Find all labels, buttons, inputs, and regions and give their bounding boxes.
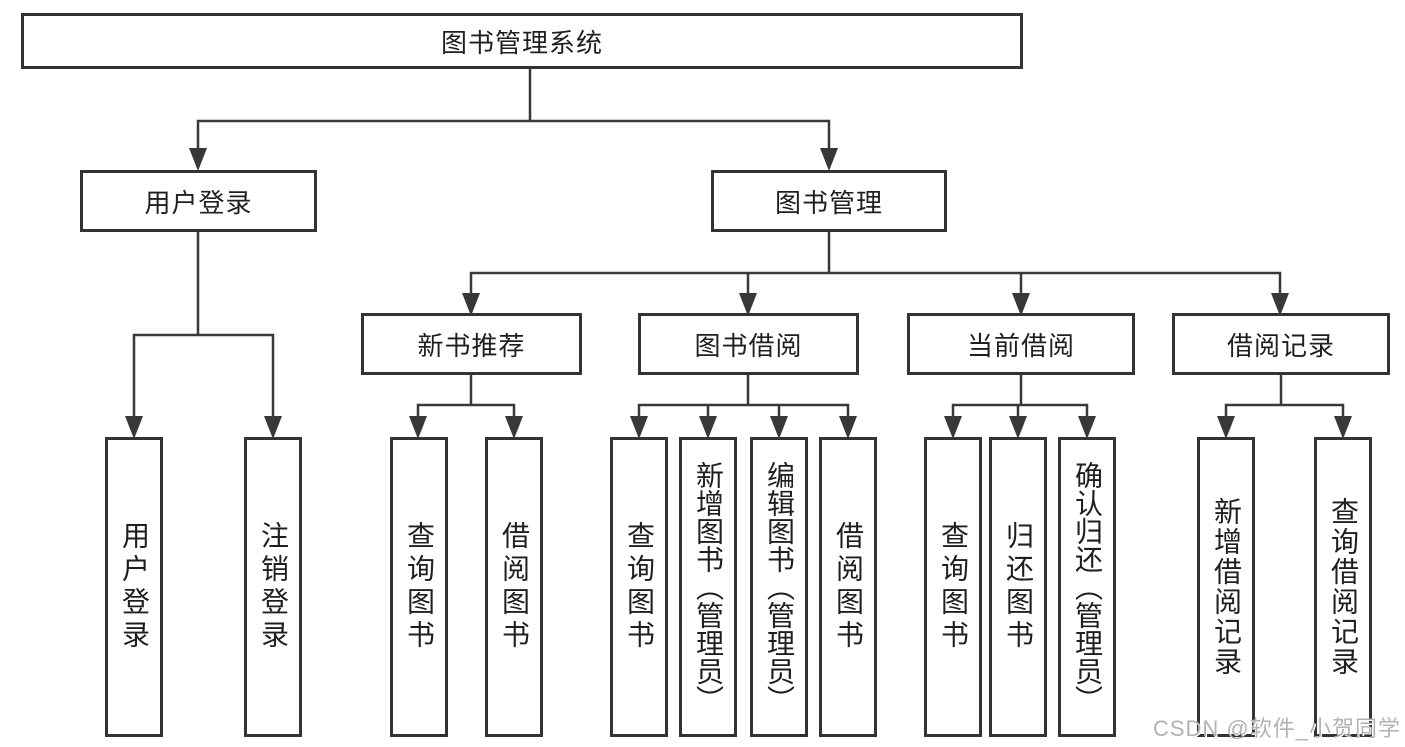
leaf-borrow-books-recommend: 借阅图书 [485,437,543,737]
node-current-borrowing: 当前借阅 [907,313,1135,375]
connector-current-borrowing-children [944,373,1096,439]
connector-root-to-level2 [189,66,838,171]
node-new-book-recommendation: 新书推荐 [361,313,582,375]
leaf-add-borrow-record: 新增借阅记录 [1197,437,1255,737]
leaf-add-books-admin: 新增图书（管理员） [679,437,737,737]
leaf-return-books: 归还图书 [989,437,1047,737]
leaf-edit-books-admin: 编辑图书（管理员） [750,437,808,737]
node-library-management-system: 图书管理系统 [21,13,1023,69]
leaf-query-books-borrow: 查询图书 [610,437,668,737]
leaf-borrow-books: 借阅图书 [819,437,877,737]
connector-borrowing-records-children [1217,373,1352,439]
connector-user-login-children [125,230,282,439]
connector-book-management-children [462,230,1289,316]
leaf-query-books-current: 查询图书 [924,437,982,737]
connector-new-book-recommendation-children [409,373,523,439]
leaf-query-borrow-record: 查询借阅记录 [1314,437,1372,737]
csdn-watermark: CSDN @软件_小贺同学 [1152,716,1401,741]
connector-book-borrowing-children [630,373,857,439]
leaf-logout-login: 注销登录 [244,437,302,737]
node-borrowing-records: 借阅记录 [1172,313,1390,375]
leaf-query-books-recommend: 查询图书 [390,437,448,737]
leaf-confirm-return-admin: 确认归还（管理员） [1058,437,1116,737]
node-user-login: 用户登录 [80,170,317,232]
node-book-management: 图书管理 [711,170,947,232]
leaf-user-login: 用户登录 [105,437,163,737]
node-book-borrowing: 图书借阅 [638,313,859,375]
